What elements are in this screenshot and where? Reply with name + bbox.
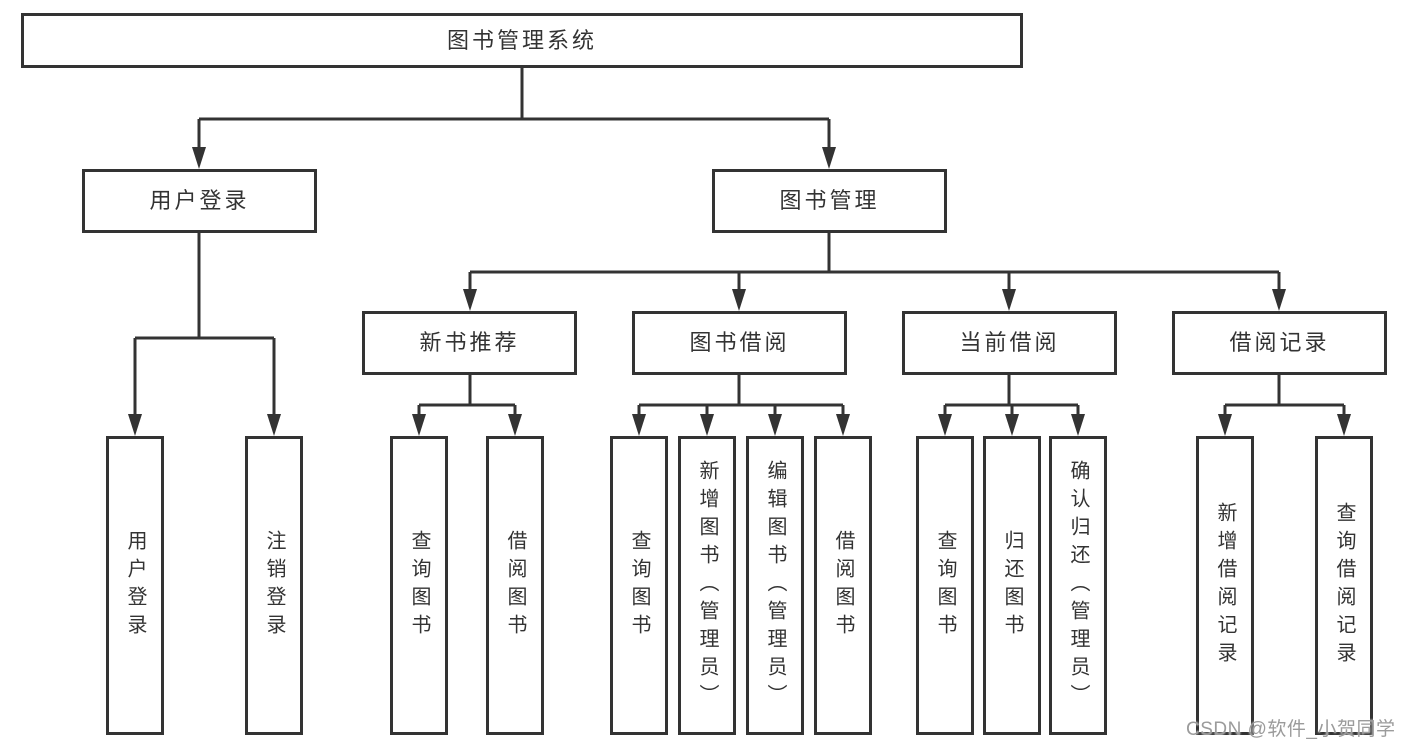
leaf-add-books-admin: 新增图书（管理员）: [678, 436, 736, 735]
leaf-label: 归还图书: [1001, 529, 1023, 642]
node-label: 当前借阅: [959, 330, 1060, 355]
leaf-label: 查询图书: [408, 529, 430, 642]
node-book-borrowing: 图书借阅: [632, 311, 847, 375]
node-label: 用户登录: [149, 188, 250, 213]
node-label: 新书推荐: [419, 330, 520, 355]
leaf-label: 查询图书: [934, 529, 956, 642]
leaf-add-borrow-record: 新增借阅记录: [1196, 436, 1254, 735]
leaf-query-books-current: 查询图书: [916, 436, 974, 735]
leaf-query-books-borrow: 查询图书: [610, 436, 668, 735]
edge-userlogin-to-leaves: [133, 233, 276, 415]
node-label: 图书管理系统: [446, 27, 597, 53]
node-label: 图书借阅: [689, 330, 790, 355]
leaf-label: 编辑图书（管理员）: [764, 459, 786, 712]
leaf-logout: 注销登录: [245, 436, 303, 735]
node-library-management-system: 图书管理系统: [21, 13, 1023, 68]
node-current-borrowing: 当前借阅: [902, 311, 1117, 375]
leaf-label: 查询借阅记录: [1333, 501, 1355, 670]
leaf-label: 用户登录: [124, 529, 146, 642]
edge-borrowrecords-to-leaves: [1223, 375, 1346, 415]
leaf-query-books-recommend: 查询图书: [390, 436, 448, 735]
leaf-confirm-return-admin: 确认归还（管理员）: [1049, 436, 1107, 735]
leaf-label: 注销登录: [263, 529, 285, 642]
node-label: 借阅记录: [1229, 330, 1330, 355]
edge-newbook-to-leaves: [417, 375, 517, 415]
leaf-query-borrow-record: 查询借阅记录: [1315, 436, 1373, 735]
node-label: 图书管理: [779, 188, 880, 213]
leaf-borrow-books-recommend: 借阅图书: [486, 436, 544, 735]
leaf-label: 新增图书（管理员）: [696, 459, 718, 712]
csdn-watermark: CSDN @软件_小贺同学: [1186, 719, 1396, 740]
edge-bookmgmt-to-level3: [468, 233, 1281, 290]
leaf-label: 借阅图书: [504, 529, 526, 642]
edge-currentborrow-to-leaves: [943, 375, 1080, 415]
leaf-label: 新增借阅记录: [1214, 501, 1236, 670]
arrowheads: [128, 147, 1351, 436]
node-user-login: 用户登录: [82, 169, 317, 233]
node-book-management: 图书管理: [712, 169, 947, 233]
edge-bookborrow-to-leaves: [637, 375, 845, 415]
leaf-user-login: 用户登录: [106, 436, 164, 735]
leaf-label: 确认归还（管理员）: [1067, 459, 1089, 712]
node-borrowing-records: 借阅记录: [1172, 311, 1387, 375]
edge-root-to-level2: [197, 68, 831, 148]
node-new-book-recommend: 新书推荐: [362, 311, 577, 375]
leaf-return-books: 归还图书: [983, 436, 1041, 735]
leaf-edit-books-admin: 编辑图书（管理员）: [746, 436, 804, 735]
leaf-label: 查询图书: [628, 529, 650, 642]
leaf-label: 借阅图书: [832, 529, 854, 642]
leaf-borrow-books: 借阅图书: [814, 436, 872, 735]
